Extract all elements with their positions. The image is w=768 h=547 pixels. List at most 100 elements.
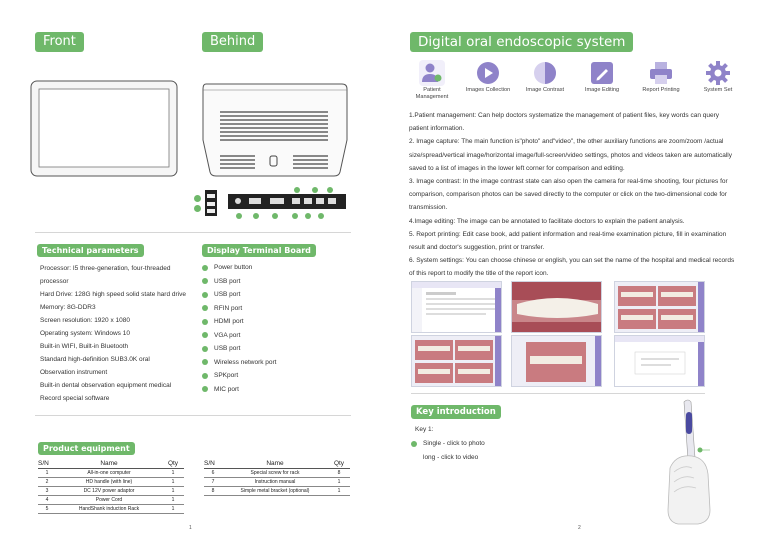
marker-11 [318, 213, 324, 219]
icon-label: Image Contrast [525, 87, 565, 93]
tech-line: Record special software [40, 395, 110, 402]
key-long-click: long - click to video [423, 454, 479, 461]
board-item: VGA port [202, 329, 352, 343]
board-port-list: Power button USB port USB port RFIN port… [202, 261, 352, 396]
tech-line: Memory: 8G-DDR3 [40, 304, 96, 311]
bullet-icon [202, 332, 208, 339]
divider-top [35, 232, 351, 233]
tech-line: Built-in WIFI, Built-in Bluetooth [40, 343, 129, 350]
table-header: S/N Name Qty [204, 459, 350, 469]
key-single-click: Single - click to photo [411, 437, 485, 451]
marker-5 [272, 213, 278, 219]
page-number-left: 1 [189, 525, 192, 531]
paragraph: 3. Image contrast: In the image contrast… [409, 178, 728, 212]
board-item: Wireless network port [202, 356, 352, 370]
behind-title: Behind [202, 32, 264, 52]
tech-line: Standard high-definition SUB3.0K oral [40, 356, 150, 363]
paragraph: 2. Image capture: The main function is"p… [409, 138, 733, 172]
front-title: Front [35, 32, 84, 52]
bullet-icon [411, 440, 417, 447]
screenshot-image [412, 282, 501, 332]
board-item: MIC port [202, 383, 352, 397]
paragraph: 6. System settings: You can choose chine… [409, 257, 735, 278]
tech-params-title: Technical parameters [37, 244, 144, 257]
port-panel-image [205, 190, 346, 216]
marker-4 [253, 213, 259, 219]
screenshot-image-capture [511, 281, 602, 333]
tech-line: Screen resolution: 1920 x 1080 [40, 317, 130, 324]
icon-label: Image Editing [584, 87, 620, 93]
tech-line: Processor: I5 three-generation, four-thr… [40, 265, 171, 272]
board-item: RFIN port [202, 302, 352, 316]
tech-line: processor [40, 278, 69, 285]
printer-icon [650, 62, 672, 84]
feature-description: 1.Patient management: Can help doctors s… [409, 109, 739, 281]
screenshot-image-contrast [614, 281, 705, 333]
play-icon [477, 62, 499, 84]
bullet-icon [202, 305, 208, 312]
marker-6 [292, 213, 298, 219]
icon-label: Report Printing [642, 87, 680, 93]
divider-bottom [35, 415, 351, 416]
board-item: USB port [202, 275, 352, 289]
equipment-title: Product equipment [38, 442, 135, 455]
tech-line: Built-in dental observation equipment me… [40, 382, 172, 389]
paragraph: 1.Patient management: Can help doctors s… [409, 112, 720, 133]
bullet-icon [202, 278, 208, 285]
bullet-icon [202, 372, 208, 379]
icon-label: Images Collection [465, 87, 511, 93]
bullet-icon [202, 345, 208, 352]
tech-params-list: Processor: I5 three-generation, four-thr… [40, 262, 190, 405]
divider-right [411, 393, 705, 394]
screenshot-patient-management [411, 281, 502, 333]
edit-icon [591, 62, 613, 84]
marker-3 [236, 213, 242, 219]
board-item: Power button [202, 261, 352, 275]
bullet-icon [202, 359, 208, 366]
screenshot-image [512, 282, 601, 332]
screenshot-image [615, 336, 704, 386]
screenshot-system-settings [614, 335, 705, 387]
screenshot-four-view [411, 335, 502, 387]
board-item: USB port [202, 342, 352, 356]
bullet-icon [202, 264, 208, 271]
page-number-right: 2 [578, 525, 581, 531]
screenshot-image-editing [511, 335, 602, 387]
system-title: Digital oral endoscopic system [410, 32, 634, 52]
table-header: S/N Name Qty [38, 459, 184, 469]
icon-label: Patient Management [415, 87, 449, 100]
marker-1 [194, 195, 201, 202]
icon-label: System Set [703, 87, 733, 93]
board-item: HDMI port [202, 315, 352, 329]
bullet-icon [202, 386, 208, 393]
tech-line: Hard Drive: 128G high speed solid state … [40, 291, 186, 298]
bullet-icon [202, 291, 208, 298]
paragraph: 5. Report printing: Edit case book, add … [409, 230, 727, 252]
key-intro-title: Key introduction [411, 405, 501, 419]
board-title: Display Terminal Board [202, 244, 316, 257]
tech-line: Operating system: Windows 10 [40, 330, 130, 337]
screenshot-image [412, 336, 501, 386]
board-item: SPKport [202, 369, 352, 383]
board-item: USB port [202, 288, 352, 302]
screenshot-image [512, 336, 601, 386]
marker-9 [327, 187, 333, 193]
marker-7 [294, 187, 300, 193]
key-label: Key 1: [415, 426, 434, 433]
marker-2 [194, 205, 201, 212]
monitor-front-image [30, 80, 178, 177]
endoscope-hand-image [667, 399, 711, 525]
patient-icon [419, 60, 445, 86]
paragraph: 4.Image editing: The image can be annota… [409, 217, 685, 225]
marker-8 [312, 187, 318, 193]
